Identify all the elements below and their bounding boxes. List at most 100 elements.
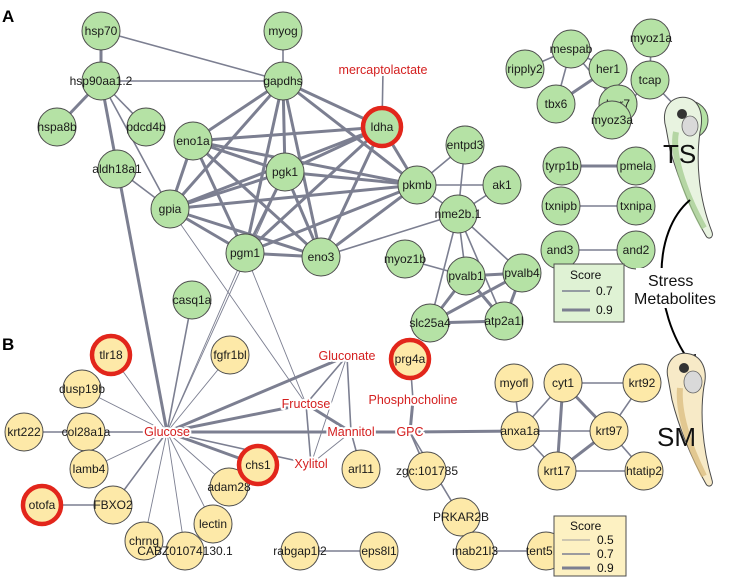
gene-node-slc25a4[interactable]: slc25a4 [409, 303, 451, 343]
gene-node-htatip2[interactable]: htatip2 [624, 451, 664, 491]
gene-node-anxa1a[interactable]: anxa1a [500, 411, 540, 451]
edge-pgm1-pkmb [243, 183, 419, 255]
gene-node-mespab[interactable]: mespab [550, 29, 593, 69]
gene-node-krt17[interactable]: krt17 [537, 451, 577, 491]
gene-node-adam28[interactable]: adam28 [207, 467, 251, 507]
gene-node-pvalb4[interactable]: pvalb4 [502, 253, 542, 293]
gene-node-tcap[interactable]: tcap [630, 60, 670, 100]
gene-node-prg4a[interactable]: prg4a [388, 337, 432, 381]
edge-Glucose-Gluconate [165, 354, 349, 434]
gene-node-tbx6[interactable]: tbx6 [536, 84, 576, 124]
gene-node-pgk1[interactable]: pgk1 [265, 152, 305, 192]
gene-node-pvalb1[interactable]: pvalb1 [446, 256, 486, 296]
node-circle [97, 149, 137, 189]
gene-node-myoz1a[interactable]: myoz1a [630, 18, 672, 58]
node-label: hsp70 [85, 24, 118, 38]
gene-node-hsp70[interactable]: hsp70 [81, 11, 121, 51]
node-label: GPC [396, 425, 423, 439]
metabolite-Fructose[interactable]: Fructose [280, 395, 333, 413]
node-circle [589, 411, 629, 451]
metabolite-mercaptolactate[interactable]: mercaptolactate [337, 61, 430, 79]
node-label: rabgap1l2 [273, 544, 327, 558]
node-label: Xylitol [294, 457, 327, 471]
legend-a-box [553, 263, 625, 323]
gene-node-casq1a[interactable]: casq1a [172, 280, 212, 320]
gene-node-entpd3[interactable]: entpd3 [445, 125, 485, 165]
gene-node-ak1[interactable]: ak1 [482, 165, 522, 205]
edge-gpia-pkmb [168, 183, 419, 211]
gene-node-pmela[interactable]: pmela [616, 146, 656, 186]
gene-node-pdcd4b[interactable]: pdcd4b [126, 107, 166, 147]
gene-node-pgm1[interactable]: pgm1 [225, 233, 265, 273]
edge-gapdhs-gpia [168, 79, 285, 211]
edge-Glucose-Xylitol [166, 431, 312, 465]
metabolite-Xylitol[interactable]: Xylitol [292, 455, 329, 473]
gene-node-atp2a1l[interactable]: atp2a1l [484, 301, 524, 341]
metabolite-Mannitol[interactable]: Mannitol [325, 423, 376, 441]
gene-node-hspa8b[interactable]: hspa8b [37, 107, 77, 147]
gene-node-pkmb[interactable]: pkmb [397, 165, 437, 205]
node-circle [505, 49, 545, 89]
gene-node-myoz1b[interactable]: myoz1b [384, 239, 426, 279]
gene-node-dusp19b[interactable]: dusp19b [59, 369, 105, 409]
gene-node-eno3[interactable]: eno3 [301, 237, 341, 277]
node-label: FBXO2 [93, 498, 133, 512]
metabolite-Glucose[interactable]: Glucose [142, 423, 192, 441]
gene-node-hsp90aa1-2[interactable]: hsp90aa1.2 [70, 61, 133, 101]
node-circle [455, 531, 495, 571]
gene-node-txnipb[interactable]: txnipb [541, 186, 581, 226]
node-circle [236, 443, 280, 487]
node-circle [537, 451, 577, 491]
gene-node-tlr18[interactable]: tlr18 [89, 333, 133, 377]
gene-node-col28a1a[interactable]: col28a1a [62, 412, 111, 452]
gene-node-chs1[interactable]: chs1 [236, 443, 280, 487]
gene-node-gpia[interactable]: gpia [150, 189, 190, 229]
node-label: pmela [620, 159, 653, 173]
node-circle [385, 239, 425, 279]
node-label: entpd3 [447, 138, 484, 152]
gene-node-fgfr1bl[interactable]: fgfr1bl [210, 335, 250, 375]
node-label: arl11 [348, 462, 374, 476]
gene-node-krt97[interactable]: krt97 [589, 411, 629, 451]
gene-node-tyrp1b[interactable]: tyrp1b [542, 146, 582, 186]
gene-node-PRKAR2B[interactable]: PRKAR2B [433, 497, 489, 537]
node-label: adam28 [207, 480, 251, 494]
gene-node-and3[interactable]: and3 [540, 230, 580, 270]
gene-node-ldha[interactable]: ldha [360, 105, 404, 149]
gene-node-lamb4[interactable]: lamb4 [69, 449, 109, 489]
gene-node-krt222[interactable]: krt222 [4, 412, 44, 452]
metabolite-Gluconate[interactable]: Gluconate [317, 347, 378, 365]
gene-node-mab21l3[interactable]: mab21l3 [452, 531, 498, 571]
gene-node-myofl[interactable]: myofl [494, 363, 534, 403]
node-label: pgm1 [230, 246, 260, 260]
gene-node-myoz3a[interactable]: myoz3a [591, 100, 633, 140]
node-circle [616, 146, 656, 186]
gene-node-krt92[interactable]: krt92 [622, 363, 662, 403]
node-circle [4, 412, 44, 452]
gene-node-and2[interactable]: and2 [616, 230, 656, 270]
gene-node-rabgap1l2[interactable]: rabgap1l2 [273, 531, 327, 571]
edge-gpia-Fructose [169, 208, 307, 405]
gene-node-ripply2[interactable]: ripply2 [505, 49, 545, 89]
gene-node-arl11[interactable]: arl11 [341, 449, 381, 489]
edge-pgm1-Fructose [244, 252, 307, 405]
gene-node-txnipa[interactable]: txnipa [616, 186, 656, 226]
gene-node-myog[interactable]: myog [263, 11, 303, 51]
larva-sm-illustration [666, 352, 713, 487]
gene-node-gapdhs[interactable]: gapdhs [263, 61, 303, 101]
gene-node-otofa[interactable]: otofa [20, 483, 64, 527]
gene-node-CABZ01074130-1[interactable]: CABZ01074130.1 [137, 531, 233, 571]
gene-node-chrng[interactable]: chrng [124, 521, 164, 561]
metabolite-Phosphocholine[interactable]: Phosphocholine [367, 391, 460, 409]
gene-node-lectin[interactable]: lectin [193, 504, 233, 544]
gene-node-nme2b-1[interactable]: nme2b.1 [435, 194, 482, 234]
gene-node-cyt1[interactable]: cyt1 [543, 363, 583, 403]
gene-node-zgc-101785[interactable]: zgc:101785 [396, 451, 458, 491]
gene-node-aldh18a1[interactable]: aldh18a1 [92, 149, 142, 189]
ts-label: TS [663, 139, 696, 169]
gene-node-eno1a[interactable]: eno1a [173, 121, 213, 161]
gene-node-FBXO2[interactable]: FBXO2 [93, 485, 133, 525]
gene-node-eps8l1[interactable]: eps8l1 [359, 531, 399, 571]
gene-node-her1[interactable]: her1 [588, 49, 628, 89]
metabolite-GPC[interactable]: GPC [394, 423, 425, 441]
